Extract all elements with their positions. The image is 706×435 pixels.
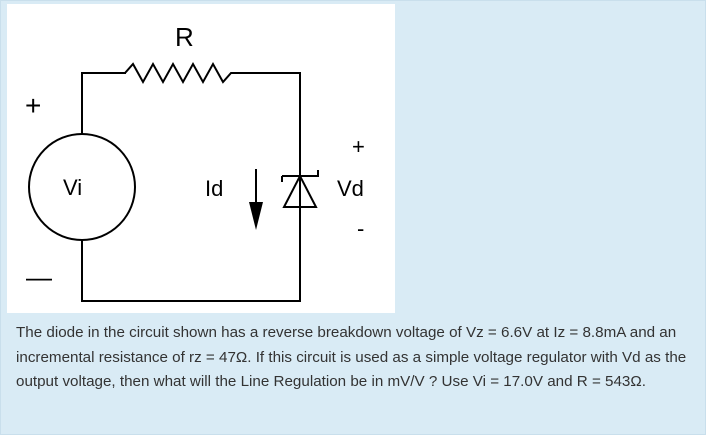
wire-bottom — [81, 215, 301, 302]
source-label: Vi — [63, 175, 82, 200]
resistor-symbol — [124, 61, 239, 85]
current-label: Id — [205, 176, 223, 201]
output-minus-label: - — [357, 216, 364, 241]
question-text: The diode in the circuit shown has a rev… — [16, 324, 687, 390]
voltage-source-symbol — [28, 133, 136, 241]
current-arrow-icon — [249, 169, 263, 230]
circuit-svg: R Vi + — Id Vd + - — [25, 22, 365, 302]
wire-top-right — [238, 72, 301, 167]
output-plus-label: + — [352, 134, 365, 159]
source-plus-label: + — [25, 90, 41, 121]
source-minus-label: — — [26, 262, 52, 292]
circuit-diagram: R Vi + — Id Vd + - — [7, 4, 395, 313]
resistor-label: R — [175, 22, 194, 52]
output-voltage-label: Vd — [337, 176, 364, 201]
zener-diode-symbol — [281, 166, 319, 216]
